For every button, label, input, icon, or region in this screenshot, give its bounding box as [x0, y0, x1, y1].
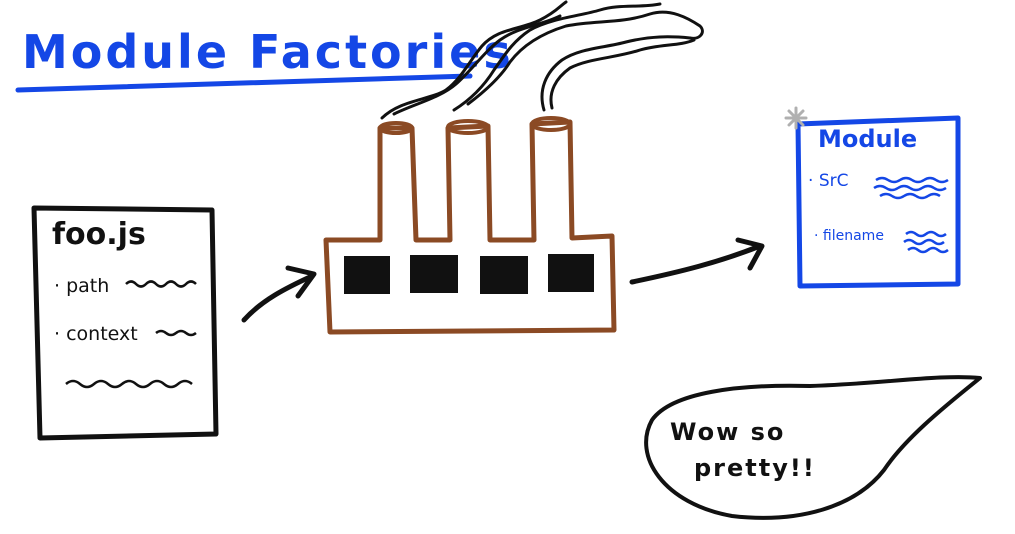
squiggle-line — [65, 379, 193, 389]
file-name: foo.js — [52, 217, 146, 252]
sparkle-icon — [784, 106, 808, 130]
file-field-context: · context — [54, 323, 138, 345]
title-group: Module Factories — [15, 25, 514, 93]
bubble-line-1: Wow so — [670, 418, 785, 446]
module-field-src: · SrC — [808, 171, 848, 191]
document-outline — [31, 205, 219, 441]
file-field-path: · path — [54, 275, 109, 297]
module-title: Module — [818, 125, 917, 153]
bubble-outline — [644, 375, 982, 520]
factory-window — [344, 256, 390, 294]
diagram-title: Module Factories — [22, 25, 514, 79]
module-filename-squiggles — [903, 230, 949, 254]
squiggle-line — [155, 329, 197, 337]
source-file-document: foo.js · path · context — [31, 205, 219, 441]
speech-bubble: Wow so pretty!! — [644, 375, 982, 520]
factory-icon — [323, 116, 617, 335]
factory-window — [480, 256, 528, 294]
smoke-icon — [380, 0, 704, 120]
factory-window — [410, 255, 458, 293]
module-field-filename: · filename — [814, 228, 884, 244]
arrow-in-icon — [241, 265, 317, 323]
module-document: Module · SrC · filename — [784, 106, 961, 289]
title-underline — [15, 73, 473, 93]
module-outline — [795, 115, 961, 289]
factory-window — [548, 254, 594, 292]
factory-windows — [344, 254, 594, 294]
squiggle-line — [125, 280, 197, 288]
module-src-squiggles — [873, 176, 949, 200]
arrow-out-icon — [629, 237, 765, 285]
bubble-line-2: pretty!! — [694, 454, 816, 482]
